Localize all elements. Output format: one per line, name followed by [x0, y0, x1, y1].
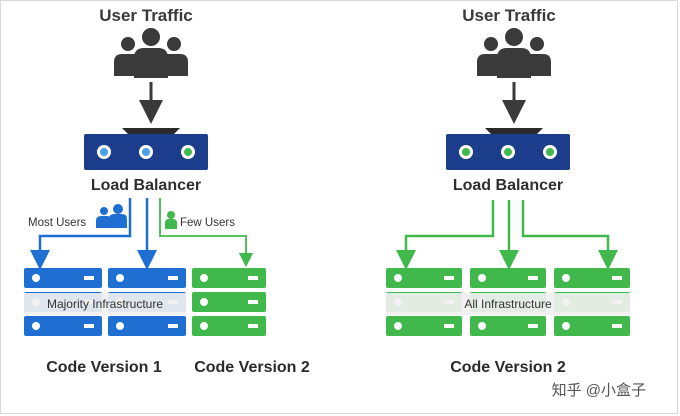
most-users-label: Most Users	[28, 217, 87, 229]
users-group-icon-right	[477, 28, 551, 78]
load-balancer-right	[446, 128, 570, 170]
code-version-2-label-left: Code Version 2	[194, 359, 310, 376]
all-infrastructure-band: All Infrastructure	[386, 293, 630, 315]
user-traffic-title-right: User Traffic	[462, 6, 556, 25]
arrow-most-users-server-1	[30, 198, 132, 270]
watermark: 知乎 @小盒子	[551, 382, 646, 399]
users-group-icon-left	[114, 28, 188, 78]
few-users-label: Few Users	[180, 217, 235, 229]
most-users-icon	[96, 204, 127, 228]
arrow-right-server-1	[396, 200, 495, 270]
user-traffic-title-left: User Traffic	[99, 6, 193, 25]
few-users-icon	[165, 211, 177, 229]
load-balancer-left	[84, 128, 208, 170]
code-version-2-label-right: Code Version 2	[450, 359, 566, 376]
load-balancer-label-left: Load Balancer	[90, 177, 202, 194]
code-version-1-label: Code Version 1	[46, 359, 162, 376]
load-balancer-label-right: Load Balancer	[452, 177, 564, 194]
arrow-few-users-server-3	[159, 198, 254, 268]
arrow-right-server-3	[521, 200, 618, 270]
majority-infrastructure-band: Majority Infrastructure	[24, 293, 186, 315]
server-stack-left-3	[192, 268, 266, 336]
